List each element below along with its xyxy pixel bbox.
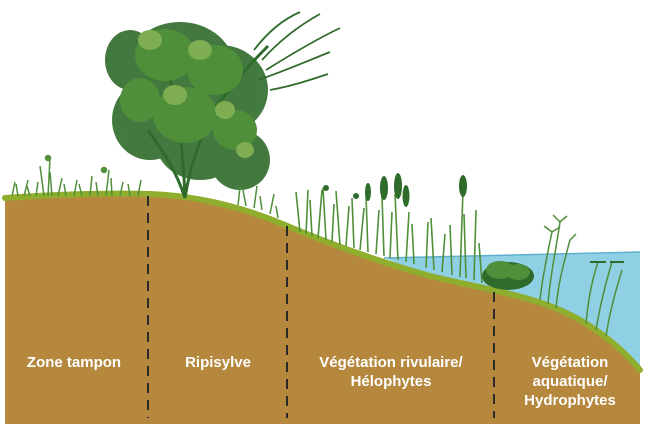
zone-label-aquatique-line-1: Végétation [500,353,640,372]
zone-label-rivulaire-line-2: Hélophytes [296,372,486,391]
zone-label-aquatique-line-3: Hydrophytes [500,391,640,410]
zone-label-buffer-line-1: Zone tampon [18,353,130,372]
zone-label-buffer: Zone tampon [18,353,130,372]
grass-icon [12,156,141,197]
zone-label-aquatique-line-2: aquatique/ [500,372,640,391]
zone-label-ripisylve-line-1: Ripisylve [160,353,276,372]
zone-label-rivulaire: Végétation rivulaire/ Hélophytes [296,353,486,391]
zone-label-rivulaire-line-1: Végétation rivulaire/ [296,353,486,372]
zone-label-ripisylve: Ripisylve [160,353,276,372]
zone-label-aquatique: Végétation aquatique/ Hydrophytes [500,353,640,410]
